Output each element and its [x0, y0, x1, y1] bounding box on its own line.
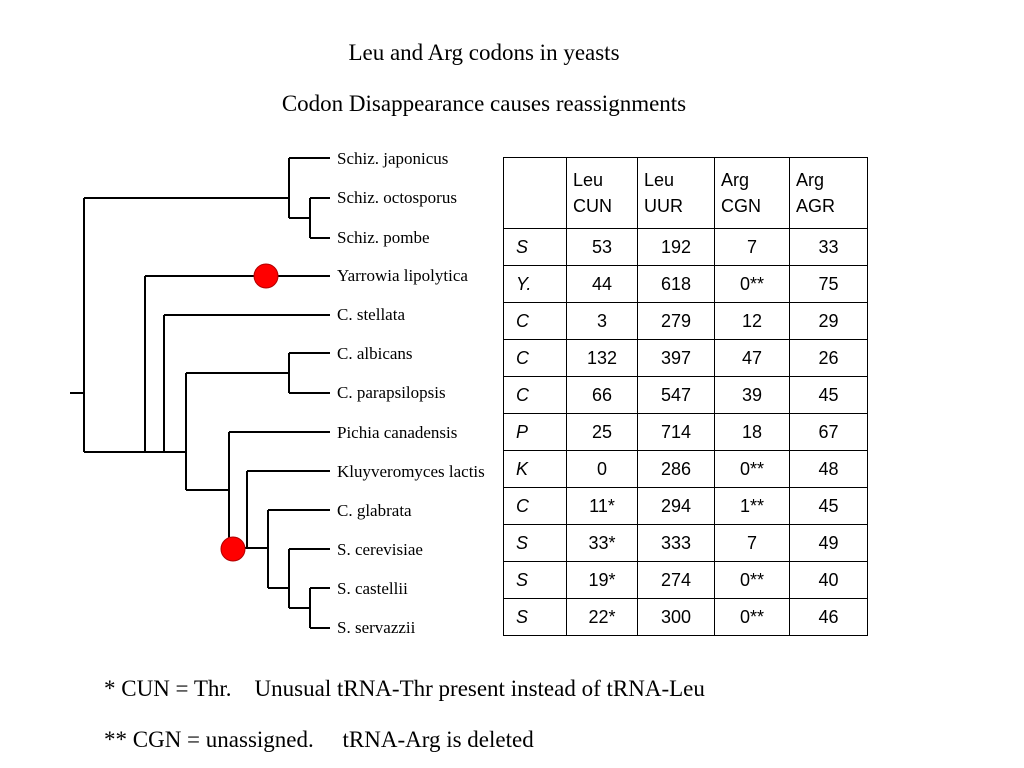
species-label: S. cerevisiae: [337, 540, 423, 559]
table-cell: 3: [566, 302, 638, 340]
species-abbr: C: [503, 487, 567, 525]
table-cell: 22*: [566, 598, 638, 636]
marker-yarrowia-dot: [253, 263, 279, 289]
table-cell: 67: [789, 413, 868, 451]
table-cell: 279: [637, 302, 715, 340]
species-label: Schiz. octosporus: [337, 188, 457, 207]
species-abbr: C: [503, 302, 567, 340]
table-cell: 714: [637, 413, 715, 451]
table-cell: 294: [637, 487, 715, 525]
table-row: C 66 547 39 45: [503, 376, 868, 414]
table-cell: 29: [789, 302, 868, 340]
title-line-2: Codon Disappearance causes reassignments: [281, 91, 687, 116]
species-label: S. castellii: [337, 579, 408, 598]
table-cell: 49: [789, 524, 868, 562]
title-line-1: Leu and Arg codons in yeasts: [348, 40, 620, 65]
table-row: C 3 279 12 29: [503, 302, 868, 340]
table-cell: 26: [789, 339, 868, 377]
table-cell: 18: [714, 413, 790, 451]
table-cell: 547: [637, 376, 715, 414]
species-label: Schiz. pombe: [337, 228, 430, 247]
species-abbr: S: [503, 228, 567, 266]
table-cell: 286: [637, 450, 715, 488]
table-cell: 0**: [714, 450, 790, 488]
table-cell: 33*: [566, 524, 638, 562]
species-label: C. parapsilopsis: [337, 383, 446, 402]
table-row: S 22* 300 0** 46: [503, 598, 868, 636]
table-cell: 0**: [714, 561, 790, 599]
table-cell: 47: [714, 339, 790, 377]
species-abbr: S: [503, 561, 567, 599]
table-cell: 0: [566, 450, 638, 488]
table-cell: 48: [789, 450, 868, 488]
table-row: K 0 286 0** 48: [503, 450, 868, 488]
table-row: S 53 192 7 33: [503, 228, 868, 266]
table-cell: 0**: [714, 598, 790, 636]
table-cell: 300: [637, 598, 715, 636]
table-cell: 75: [789, 265, 868, 303]
table-cell: 0**: [714, 265, 790, 303]
species-abbr: S: [503, 598, 567, 636]
table-cell: 66: [566, 376, 638, 414]
species-abbr: K: [503, 450, 567, 488]
species-label: C. albicans: [337, 344, 413, 363]
species-abbr: S: [503, 524, 567, 562]
table-row: C 132 397 47 26: [503, 339, 868, 377]
species-label: Pichia canadensis: [337, 423, 458, 442]
species-abbr: P: [503, 413, 567, 451]
table-row: S 33* 333 7 49: [503, 524, 868, 562]
table-cell: 33: [789, 228, 868, 266]
table-cell: 45: [789, 376, 868, 414]
table-cell: 11*: [566, 487, 638, 525]
species-label: C. stellata: [337, 305, 405, 324]
species-label: C. glabrata: [337, 501, 412, 520]
table-cell: 274: [637, 561, 715, 599]
table-cell: 46: [789, 598, 868, 636]
table-cell: 25: [566, 413, 638, 451]
table-row: C 11* 294 1** 45: [503, 487, 868, 525]
table-cell: 45: [789, 487, 868, 525]
table-cell: 7: [714, 228, 790, 266]
species-abbr: C: [503, 339, 567, 377]
species-abbr: Y.: [503, 265, 567, 303]
table-cell: 7: [714, 524, 790, 562]
table-cell: 39: [714, 376, 790, 414]
footnote-cun: * CUN = Thr. Unusual tRNA-Thr present in…: [104, 676, 705, 701]
species-abbr: C: [503, 376, 567, 414]
species-label: Schiz. japonicus: [337, 149, 449, 168]
table-row: Y. 44 618 0** 75: [503, 265, 868, 303]
marker-saccharomyces-dot: [220, 536, 246, 562]
table-cell: 53: [566, 228, 638, 266]
species-label: Kluyveromyces lactis: [337, 462, 485, 481]
table-cell: 333: [637, 524, 715, 562]
table-cell: 12: [714, 302, 790, 340]
table-cell: 19*: [566, 561, 638, 599]
species-label: Yarrowia lipolytica: [337, 266, 468, 285]
tree-branches: [70, 157, 330, 629]
table-cell: 192: [637, 228, 715, 266]
footnote-cgn: ** CGN = unassigned. tRNA-Arg is deleted: [104, 727, 534, 752]
species-label: S. servazzii: [337, 618, 416, 637]
table-cell: 618: [637, 265, 715, 303]
table-cell: 1**: [714, 487, 790, 525]
table-row: S 19* 274 0** 40: [503, 561, 868, 599]
table-cell: 132: [566, 339, 638, 377]
table-cell: 397: [637, 339, 715, 377]
header-cell: [503, 157, 567, 229]
table-cell: 44: [566, 265, 638, 303]
table-row: P 25 714 18 67: [503, 413, 868, 451]
table-cell: 40: [789, 561, 868, 599]
